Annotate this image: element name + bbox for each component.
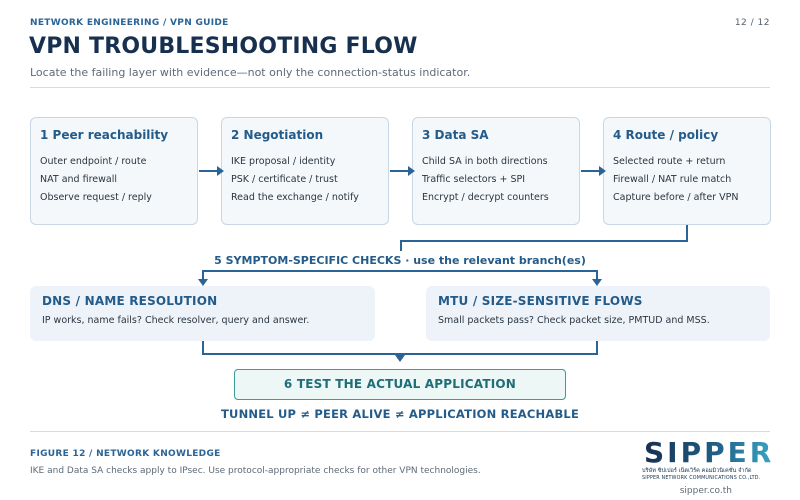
test-application-box: 6 TEST THE ACTUAL APPLICATION <box>234 369 566 400</box>
connector-line <box>400 240 402 251</box>
step-title: 1 Peer reachability <box>40 128 169 142</box>
branch-dns: DNS / NAME RESOLUTION IP works, name fai… <box>30 286 375 341</box>
step-line: Capture before / after VPN <box>613 192 739 203</box>
company-logo: SIPPER บริษัท ซิปเปอร์ เน็ตเวิร์ค คอมมิว… <box>640 434 772 484</box>
step-line: IKE proposal / identity <box>231 156 336 167</box>
step-line: Outer endpoint / route <box>40 156 147 167</box>
step-line: Child SA in both directions <box>422 156 548 167</box>
branch-line <box>202 270 400 272</box>
step-line: PSK / certificate / trust <box>231 174 338 185</box>
branch-title: MTU / SIZE-SENSITIVE FLOWS <box>438 294 643 308</box>
step-data-sa: 3 Data SA Child SA in both directions Tr… <box>412 117 580 225</box>
arrowhead-down <box>395 355 405 362</box>
flow-arrow-2-3 <box>390 166 415 176</box>
branch-mtu: MTU / SIZE-SENSITIVE FLOWS Small packets… <box>426 286 770 341</box>
step-line: Traffic selectors + SPI <box>422 174 526 185</box>
arrowhead-down <box>592 279 602 286</box>
branch-line <box>596 270 598 279</box>
branch-description: Small packets pass? Check packet size, P… <box>438 315 710 326</box>
step-title: 3 Data SA <box>422 128 489 142</box>
merge-line <box>202 341 204 355</box>
logo-thai-name: บริษัท ซิปเปอร์ เน็ตเวิร์ค คอมมิวนิเคชั่… <box>642 466 752 474</box>
step-line: Encrypt / decrypt counters <box>422 192 549 203</box>
step-negotiation: 2 Negotiation IKE proposal / identity PS… <box>221 117 389 225</box>
step-route-policy: 4 Route / policy Selected route + return… <box>603 117 771 225</box>
step-peer-reachability: 1 Peer reachability Outer endpoint / rou… <box>30 117 198 225</box>
figure-label: FIGURE 12 / NETWORK KNOWLEDGE <box>30 449 221 459</box>
connector-line <box>400 240 688 242</box>
header-divider <box>30 87 770 88</box>
branch-line <box>400 270 598 272</box>
step-line: Observe request / reply <box>40 192 152 203</box>
step-title: 4 Route / policy <box>613 128 719 142</box>
step-line: Read the exchange / notify <box>231 192 359 203</box>
flow-arrow-1-2 <box>199 166 224 176</box>
page-subtitle: Locate the failing layer with evidence—n… <box>30 66 471 79</box>
website-link[interactable]: sipper.co.th <box>679 486 732 496</box>
branch-description: IP works, name fails? Check resolver, qu… <box>42 315 310 326</box>
page-number: 12 / 12 <box>734 18 770 28</box>
step-title: 2 Negotiation <box>231 128 324 142</box>
branch-line <box>202 270 204 279</box>
footer-divider <box>30 431 770 432</box>
step-line: NAT and firewall <box>40 174 117 185</box>
step-line: Selected route + return <box>613 156 726 167</box>
arrowhead-down <box>198 279 208 286</box>
symptom-checks-label: 5 SYMPTOM-SPECIFIC CHECKS · use the rele… <box>214 254 586 267</box>
section-eyebrow: NETWORK ENGINEERING / VPN GUIDE <box>30 18 229 28</box>
branch-title: DNS / NAME RESOLUTION <box>42 294 218 308</box>
merge-line <box>596 341 598 355</box>
flow-arrow-3-4 <box>581 166 606 176</box>
connector-line <box>686 225 688 242</box>
footnote: IKE and Data SA checks apply to IPsec. U… <box>30 466 481 476</box>
logo-wordmark: SIPPER <box>644 436 772 469</box>
page-title: VPN TROUBLESHOOTING FLOW <box>29 34 418 59</box>
sipper-logo-icon: SIPPER บริษัท ซิปเปอร์ เน็ตเวิร์ค คอมมิว… <box>642 436 772 481</box>
step-line: Firewall / NAT rule match <box>613 174 732 185</box>
logo-english-name: SIPPER NETWORK COMMUNICATIONS CO.,LTD. <box>642 475 760 481</box>
key-takeaway: TUNNEL UP ≠ PEER ALIVE ≠ APPLICATION REA… <box>221 407 579 421</box>
merge-line <box>202 353 598 355</box>
